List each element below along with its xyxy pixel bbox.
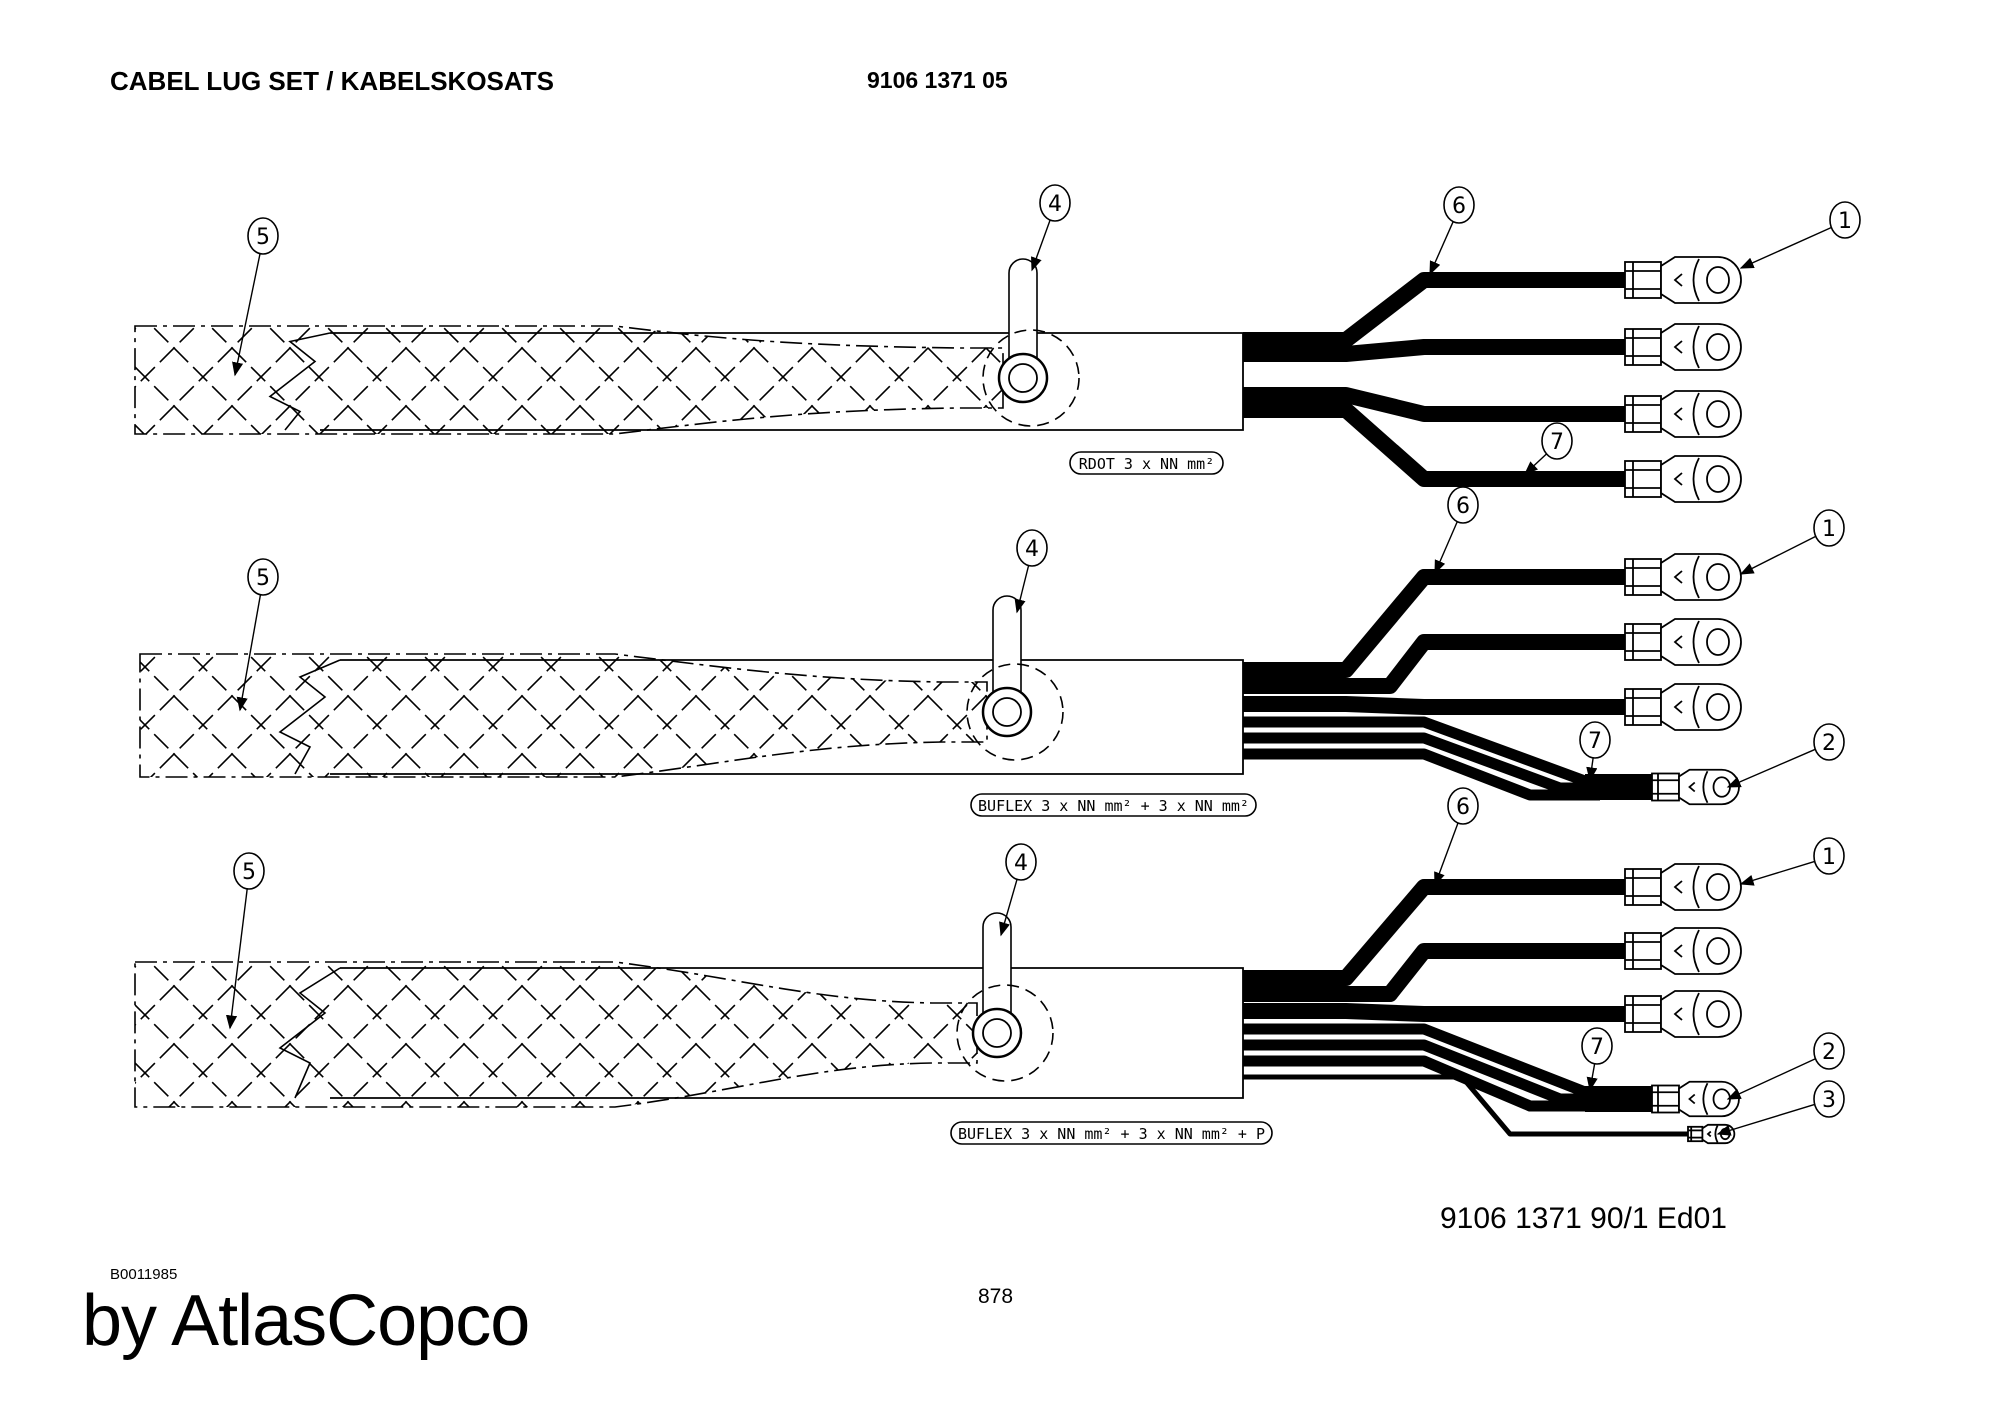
cable-lug [1651, 1080, 1740, 1118]
cable-lug [1624, 390, 1742, 438]
marker-tag-loop [982, 912, 1012, 1033]
item-callout: 4 [1031, 184, 1071, 272]
drawing-title: CABEL LUG SET / KABELSKOSATS [110, 66, 554, 96]
part-number: 9106 1371 05 [867, 67, 1008, 93]
callout-number: 2 [1822, 1040, 1836, 1065]
wire [1243, 569, 1625, 678]
item-callout: 1 [1739, 509, 1845, 575]
cable-lug [1624, 256, 1742, 304]
cable-lug [1624, 863, 1742, 911]
wire [1243, 402, 1625, 487]
wire [1243, 634, 1625, 694]
wire [1243, 1039, 1600, 1105]
sheath-cut-edge [268, 332, 331, 431]
wire [1243, 732, 1600, 794]
item-callout: 3 [1716, 1080, 1845, 1136]
braided-sleeve-mesh [135, 326, 1003, 434]
image-code: B0011985 [110, 1266, 178, 1283]
callout-number: 2 [1822, 731, 1836, 756]
callout-number: 4 [1048, 192, 1062, 217]
item-callout: 6 [1429, 186, 1475, 276]
item-callout: 4 [999, 843, 1037, 937]
callout-number: 7 [1588, 729, 1602, 754]
item-callout: 4 [1014, 529, 1048, 614]
item-callout: 5 [232, 217, 279, 377]
cable-lug [1687, 1123, 1736, 1145]
wire [1243, 272, 1625, 348]
clamp-ring [997, 352, 1049, 404]
callout-number: 1 [1838, 209, 1852, 234]
cable-type-label: RDOT 3 x NN mm² [1069, 451, 1224, 475]
wire [1243, 339, 1625, 362]
cable-lug [1624, 618, 1742, 666]
item-callout: 7 [1523, 422, 1573, 475]
braided-sleeve-mesh [140, 654, 987, 777]
cable-assembly-1: RDOT 3 x NN mm² 5 4 6 1 7 [134, 184, 1861, 503]
item-callout: 2 [1726, 723, 1845, 788]
callout-number: 6 [1456, 795, 1470, 820]
clamp-ring [981, 686, 1033, 738]
callout-number: 7 [1590, 1035, 1604, 1060]
callout-number: 6 [1452, 194, 1466, 219]
cable-assembly-2: BUFLEX 3 x NN mm² + 3 x NN mm² 5 4 6 1 7 2 [139, 486, 1845, 817]
wire [1243, 943, 1625, 1002]
cable-lug [1624, 990, 1742, 1038]
item-callout: 1 [1739, 837, 1845, 886]
wire [1243, 387, 1625, 422]
callout-number: 4 [1025, 537, 1039, 562]
cable-lug [1624, 553, 1742, 601]
item-callout: 6 [1434, 486, 1479, 575]
clamp-ring-outline [966, 663, 1064, 761]
wire [1243, 696, 1625, 715]
wire [1243, 1074, 1690, 1137]
cable-label-text: RDOT 3 x NN mm² [1079, 455, 1214, 473]
braided-sleeve-outline [134, 325, 1004, 435]
callout-number: 6 [1456, 494, 1470, 519]
sheath-cut-edge [278, 967, 341, 1099]
cable-lug [1624, 683, 1742, 731]
item-callout: 7 [1581, 1027, 1613, 1092]
wire [1243, 1055, 1600, 1112]
cable-lug [1624, 927, 1742, 975]
cable-label-text: BUFLEX 3 x NN mm² + 3 x NN mm² + P [958, 1125, 1265, 1143]
wire [1243, 879, 1625, 986]
brand-logo-text: by AtlasCopco [82, 1281, 530, 1361]
callout-number: 5 [256, 225, 270, 250]
item-callout: 5 [225, 852, 265, 1030]
item-callout: 6 [1434, 787, 1479, 887]
braided-sleeve-outline [139, 653, 988, 778]
cable-lug [1624, 323, 1742, 371]
callout-number: 4 [1014, 851, 1028, 876]
clamp-ring-outline [956, 984, 1054, 1082]
cable-sheath [320, 332, 1244, 431]
cable-lug [1651, 768, 1740, 806]
item-callout: 1 [1739, 201, 1861, 269]
callout-number: 5 [256, 566, 270, 591]
page-number: 878 [978, 1285, 1014, 1308]
cable-assembly-3: BUFLEX 3 x NN mm² + 3 x NN mm² + P 5 4 6 1 7 2… [134, 787, 1845, 1145]
callout-number: 3 [1822, 1088, 1836, 1113]
clamp-ring-outline [982, 329, 1080, 427]
cable-type-label: BUFLEX 3 x NN mm² + 3 x NN mm² + P [950, 1121, 1273, 1145]
item-callout: 7 [1579, 721, 1611, 782]
sheath-cut-edge [278, 659, 341, 775]
item-callout: 2 [1726, 1032, 1845, 1100]
clamp-ring [971, 1007, 1023, 1059]
braided-sleeve-mesh [135, 962, 977, 1107]
callout-number: 1 [1822, 517, 1836, 542]
cable-label-text: BUFLEX 3 x NN mm² + 3 x NN mm² [978, 797, 1249, 815]
cable-type-label: BUFLEX 3 x NN mm² + 3 x NN mm² [970, 793, 1257, 817]
callout-number: 1 [1822, 845, 1836, 870]
braided-sleeve-outline [134, 961, 978, 1108]
item-callout: 5 [236, 558, 279, 712]
wire [1243, 748, 1600, 801]
callout-number: 5 [242, 860, 256, 885]
cable-lug [1624, 455, 1742, 503]
callout-number: 7 [1550, 430, 1564, 455]
wire [1243, 1003, 1625, 1022]
drawing-number: 9106 1371 90/1 Ed01 [1440, 1202, 1727, 1235]
